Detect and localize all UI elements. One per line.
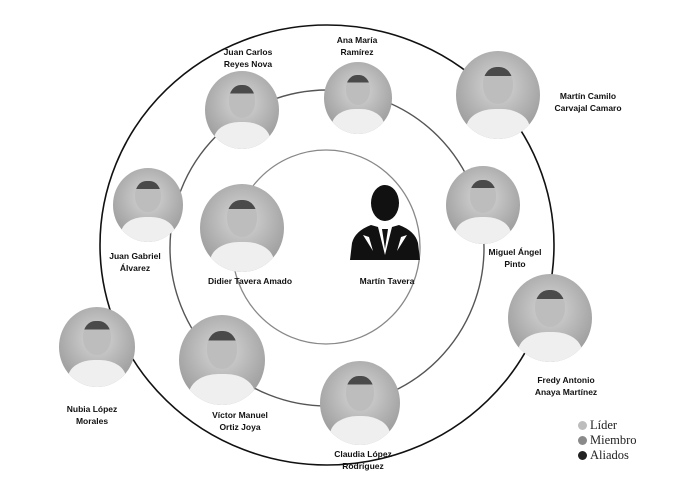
name-line: Claudia López — [334, 449, 392, 459]
head-shape — [534, 289, 566, 327]
head-shape — [469, 180, 497, 213]
person-photo — [508, 273, 592, 363]
name-line: Juan Carlos — [223, 47, 273, 57]
head-shape — [228, 85, 256, 118]
head-shape — [482, 66, 514, 104]
outer-ring-allies — [99, 24, 555, 466]
name-line: Carvajal Camaro — [554, 103, 622, 113]
body-shape — [454, 217, 512, 244]
person-photo — [320, 361, 400, 445]
body-shape — [518, 332, 582, 363]
name-line: Anaya Martínez — [534, 387, 598, 397]
person-silhouette-icon — [350, 185, 420, 260]
name-line: Víctor Manuel — [212, 410, 268, 420]
name-line: Juan Gabriel — [109, 251, 161, 261]
body-shape — [332, 109, 384, 134]
name-line: Pinto — [504, 259, 526, 269]
head-shape — [135, 181, 161, 213]
person-name-label: Martín Tavera — [360, 275, 415, 287]
name-line: Fredy Antonio — [537, 375, 595, 385]
name-line: Miguel Ángel — [488, 247, 542, 257]
name-line: Didier Tavera Amado — [207, 276, 293, 286]
person-name-label: Didier Tavera Amado — [208, 275, 292, 287]
name-line: Reyes Nova — [223, 59, 273, 69]
body-shape — [68, 359, 126, 387]
body-shape — [210, 242, 274, 273]
legend-label: Líder — [590, 418, 618, 432]
head-shape — [83, 321, 111, 355]
head-shape — [345, 75, 371, 106]
name-line: Ana María — [336, 35, 378, 45]
name-line: Álvarez — [119, 263, 151, 273]
name-line: Ortiz Joya — [219, 422, 261, 432]
person-photo — [205, 71, 279, 149]
legend-dot-icon — [578, 451, 587, 460]
legend-dot-icon — [578, 436, 587, 445]
head-shape — [226, 199, 258, 237]
person-photo — [179, 314, 265, 406]
legend-label: Miembro — [590, 433, 637, 447]
person-photo — [200, 183, 284, 273]
legend-item: Miembro — [578, 433, 637, 448]
body-shape — [466, 109, 530, 140]
name-line: Nubia López — [66, 404, 118, 414]
head-shape — [345, 376, 375, 412]
body-shape — [213, 122, 271, 149]
body-shape — [121, 216, 175, 242]
name-line: Rodríguez — [342, 461, 384, 471]
person-photo — [446, 166, 520, 244]
body-shape — [189, 374, 255, 406]
legend-dot-icon — [578, 421, 587, 430]
body-shape — [329, 416, 391, 445]
legend-item: Líder — [578, 418, 637, 433]
legend-item: Aliados — [578, 448, 637, 463]
person-photo — [324, 62, 392, 134]
name-line: Morales — [75, 416, 109, 426]
person-photo — [113, 168, 183, 242]
name-line: Ramírez — [340, 47, 374, 57]
name-line: Martín Camilo — [559, 91, 617, 101]
name-line: Martín Tavera — [359, 276, 415, 286]
legend-label: Aliados — [590, 448, 629, 462]
head-shape — [206, 331, 238, 370]
person-photo — [456, 50, 540, 140]
person-photo — [59, 307, 135, 387]
